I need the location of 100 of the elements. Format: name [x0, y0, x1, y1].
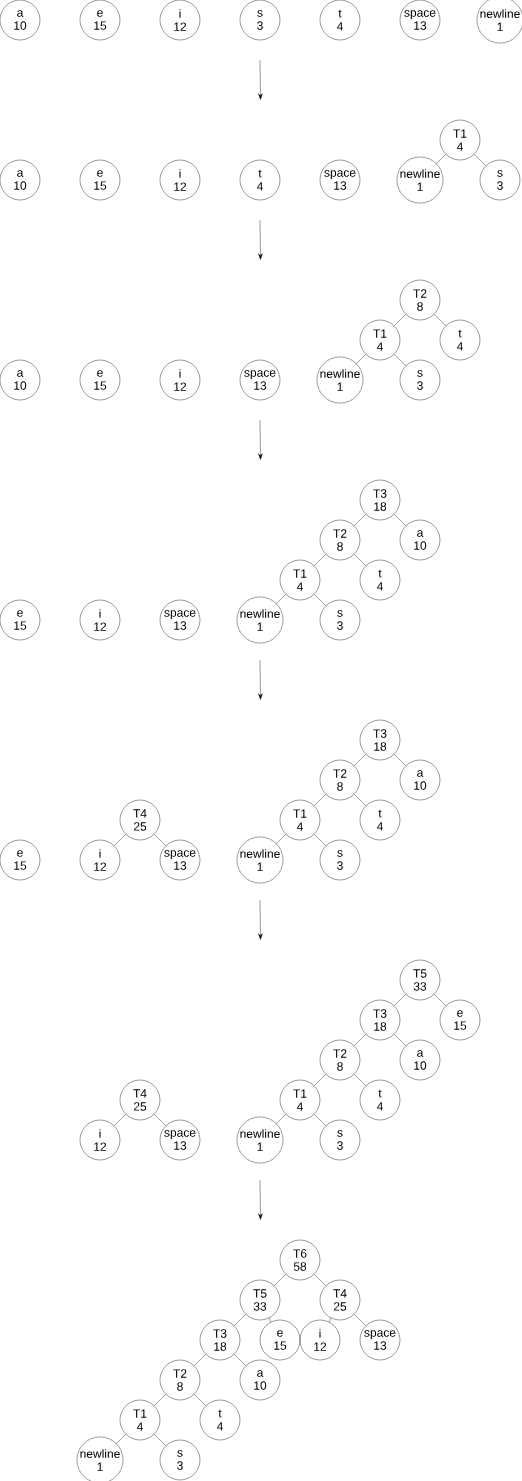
tree-node: T1 4	[279, 799, 321, 841]
tree-edge	[354, 514, 366, 526]
tree-edge	[154, 1434, 166, 1446]
tree-node: e 15	[259, 1319, 301, 1361]
tree-edge	[114, 834, 126, 846]
tree-node: T4 25	[119, 799, 161, 841]
tree-node: T4 25	[119, 1079, 161, 1121]
tree-node: T2 8	[399, 279, 441, 321]
tree-node: t 4	[319, 0, 361, 41]
tree-node: a 10	[239, 1359, 281, 1401]
tree-edge	[394, 314, 406, 326]
tree-node: t 4	[239, 159, 281, 201]
tree-node: s 3	[319, 599, 361, 641]
tree-edge	[234, 1354, 246, 1366]
tree-edge	[154, 834, 166, 846]
tree-node: newline 1	[396, 156, 444, 204]
tree-edge	[354, 754, 366, 766]
tree-edge	[268, 1317, 272, 1323]
tree-node: s 3	[159, 1439, 201, 1481]
tree-node: newline 1	[316, 356, 364, 404]
tree-edge	[436, 154, 446, 164]
tree-node: T3 18	[359, 999, 401, 1041]
tree-node: newline 1	[236, 836, 284, 884]
tree-node: t 4	[359, 1079, 401, 1121]
tree-edge	[276, 594, 286, 604]
tree-node: i 12	[159, 359, 201, 401]
tree-node: space 13	[159, 599, 201, 641]
tree-node: space 13	[359, 1319, 401, 1361]
tree-edge	[314, 1074, 326, 1086]
tree-edge	[194, 1394, 206, 1406]
tree-edge	[154, 1394, 166, 1406]
tree-node: i 12	[299, 1319, 341, 1361]
tree-edge	[394, 994, 406, 1006]
tree-node: space 13	[239, 359, 281, 401]
tree-node: e 15	[79, 359, 121, 401]
tree-edge	[394, 354, 406, 366]
tree-edge	[354, 794, 366, 806]
tree-edge	[356, 354, 366, 364]
tree-node: i 12	[159, 0, 201, 41]
tree-node: a 10	[399, 1039, 441, 1081]
tree-node: T3 18	[359, 719, 401, 761]
tree-node: s 3	[319, 839, 361, 881]
tree-edge	[314, 594, 326, 606]
tree-node: newline 1	[76, 1436, 124, 1481]
tree-edge	[314, 1274, 326, 1286]
tree-node: newline 1	[476, 0, 522, 44]
tree-edge	[314, 1114, 326, 1126]
tree-edge	[328, 1317, 332, 1323]
tree-edge	[274, 1274, 286, 1286]
tree-node: e 15	[0, 599, 41, 641]
tree-edge	[314, 554, 326, 566]
tree-node: T4 25	[319, 1279, 361, 1321]
tree-edge	[354, 1314, 366, 1326]
tree-node: space 13	[159, 1119, 201, 1161]
tree-edge	[276, 834, 286, 844]
tree-node: T2 8	[319, 1039, 361, 1081]
tree-node: T3 18	[199, 1319, 241, 1361]
tree-node: s 3	[399, 359, 441, 401]
tree-node: a 10	[0, 359, 41, 401]
tree-node: space 13	[399, 0, 441, 41]
tree-node: a 10	[399, 759, 441, 801]
tree-edge	[194, 1354, 206, 1366]
tree-node: s 3	[239, 0, 281, 41]
tree-edge	[394, 754, 406, 766]
tree-node: e 15	[79, 159, 121, 201]
tree-node: space 13	[159, 839, 201, 881]
tree-edge	[314, 834, 326, 846]
tree-node: newline 1	[236, 596, 284, 644]
tree-edge	[394, 514, 406, 526]
tree-edge	[116, 1434, 126, 1444]
tree-node: e 15	[439, 999, 481, 1041]
tree-node: s 3	[319, 1119, 361, 1161]
tree-edge	[434, 314, 446, 326]
tree-node: e 15	[79, 0, 121, 41]
tree-node: newline 1	[236, 1116, 284, 1164]
tree-node: T2 8	[319, 519, 361, 561]
tree-node: t 4	[199, 1399, 241, 1441]
tree-edge	[276, 1114, 286, 1124]
tree-node: space 13	[319, 159, 361, 201]
tree-node: t 4	[359, 559, 401, 601]
tree-node: a 10	[0, 159, 41, 201]
tree-node: T6 58	[279, 1239, 321, 1281]
tree-node: T1 4	[279, 1079, 321, 1121]
tree-node: T5 33	[399, 959, 441, 1001]
tree-node: T3 18	[359, 479, 401, 521]
tree-node: T1 4	[439, 119, 481, 161]
tree-node: T5 33	[239, 1279, 281, 1321]
tree-edge	[354, 1074, 366, 1086]
tree-node: T1 4	[359, 319, 401, 361]
tree-node: T1 4	[279, 559, 321, 601]
tree-node: i 12	[159, 159, 201, 201]
tree-node: a 10	[399, 519, 441, 561]
tree-edge	[434, 994, 446, 1006]
tree-node: T1 4	[119, 1399, 161, 1441]
tree-node: t 4	[359, 799, 401, 841]
tree-edge	[234, 1314, 246, 1326]
tree-node: T2 8	[159, 1359, 201, 1401]
tree-edge	[394, 1034, 406, 1046]
tree-node: e 15	[0, 839, 41, 881]
tree-node: i 12	[79, 599, 121, 641]
